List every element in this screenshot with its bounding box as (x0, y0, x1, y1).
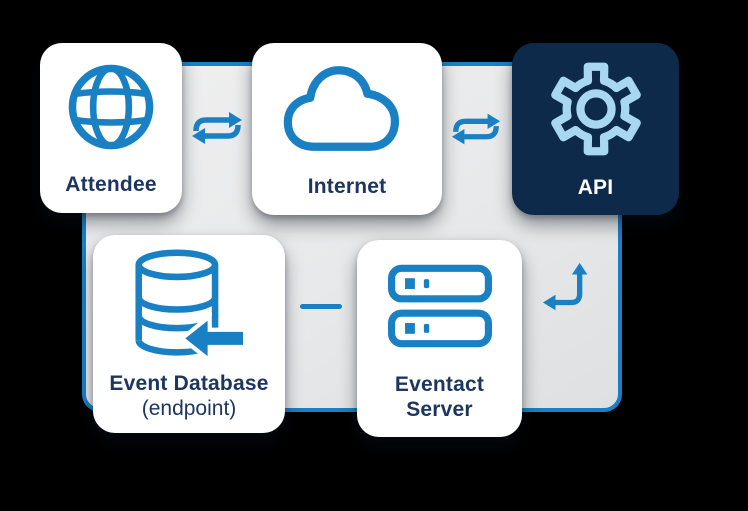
node-attendee: Attendee (40, 43, 182, 213)
server-icon (357, 240, 522, 372)
node-internet-label: Internet (307, 174, 387, 198)
node-api-label: API (577, 175, 614, 199)
dash-link (300, 304, 342, 309)
node-api: API (512, 43, 679, 215)
node-attendee-label: Attendee (65, 172, 157, 196)
gear-icon (512, 43, 679, 175)
cloud-icon (252, 43, 442, 174)
database-icon (93, 235, 285, 371)
swap-arrows-icon (449, 102, 503, 156)
node-event-database-label: Event Database (109, 371, 269, 395)
node-eventact-server-label: Eventact Server (394, 372, 485, 421)
node-event-database: Event Database (endpoint) (93, 235, 285, 433)
globe-icon (40, 43, 182, 172)
node-eventact-server: Eventact Server (357, 240, 522, 437)
bent-arrow-icon (541, 261, 599, 315)
node-internet: Internet (252, 43, 442, 215)
node-event-database-sublabel: (endpoint) (141, 396, 237, 420)
swap-arrows-icon (189, 100, 245, 156)
